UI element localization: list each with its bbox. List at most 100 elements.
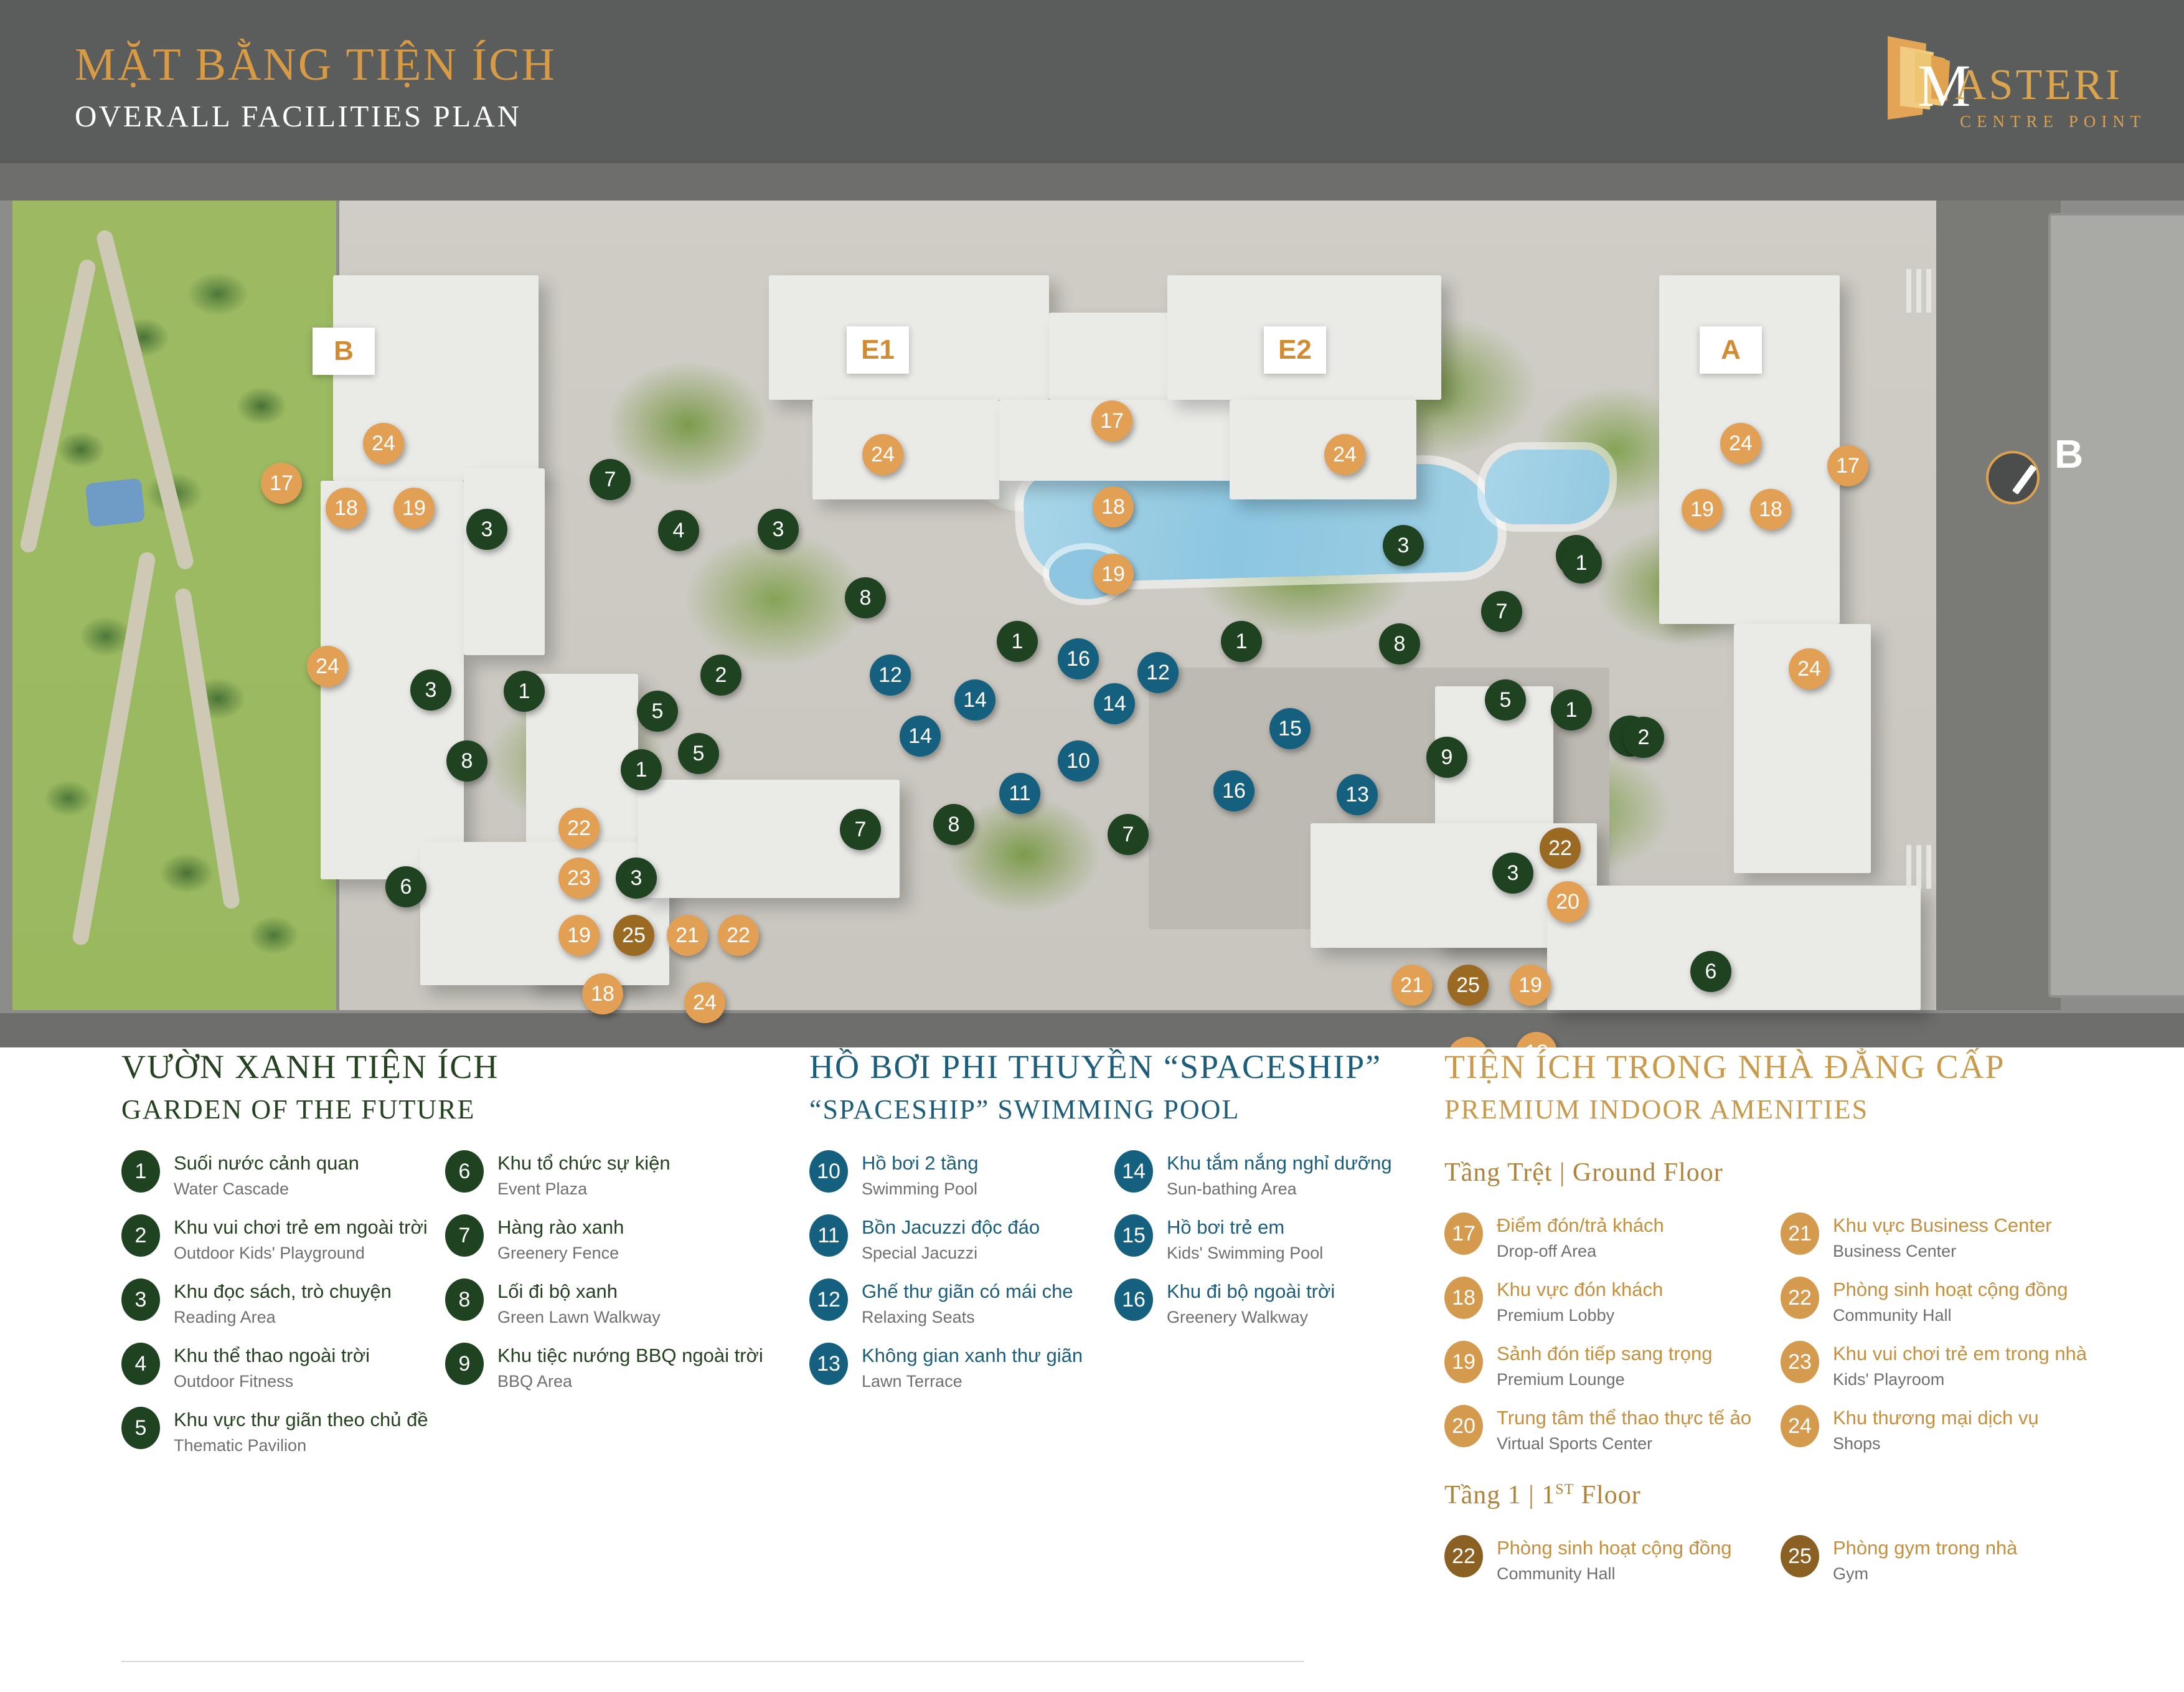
tower-label-b[interactable]: B bbox=[313, 328, 375, 375]
map-marker-25[interactable]: 25 bbox=[1447, 965, 1489, 1006]
map-marker-24[interactable]: 24 bbox=[684, 982, 725, 1023]
map-marker-19[interactable]: 19 bbox=[1093, 554, 1134, 595]
map-marker-9[interactable]: 9 bbox=[1426, 737, 1467, 778]
map-marker-25[interactable]: 25 bbox=[613, 915, 654, 956]
map-marker-7[interactable]: 7 bbox=[1108, 814, 1149, 855]
map-marker-18[interactable]: 18 bbox=[582, 973, 623, 1014]
map-marker-11[interactable]: 11 bbox=[999, 773, 1040, 814]
map-marker-6[interactable]: 6 bbox=[385, 866, 426, 907]
map-marker-17[interactable]: 17 bbox=[1827, 445, 1868, 486]
map-marker-3[interactable]: 3 bbox=[410, 669, 451, 711]
map-marker-23[interactable]: 23 bbox=[558, 858, 600, 899]
map-marker-5[interactable]: 5 bbox=[678, 733, 719, 774]
map-marker-22[interactable]: 22 bbox=[718, 915, 759, 956]
map-marker-3[interactable]: 3 bbox=[1383, 525, 1424, 566]
map-marker-1[interactable]: 1 bbox=[997, 621, 1038, 662]
map-marker-24[interactable]: 24 bbox=[363, 423, 404, 464]
map-marker-1[interactable]: 1 bbox=[621, 749, 662, 790]
map-marker-24[interactable]: 24 bbox=[1324, 434, 1365, 475]
map-marker-19[interactable]: 19 bbox=[1682, 489, 1723, 530]
map-marker-17[interactable]: 17 bbox=[1091, 400, 1132, 442]
map-marker-8[interactable]: 8 bbox=[933, 804, 974, 845]
map-marker-7[interactable]: 7 bbox=[590, 459, 631, 500]
map-marker-3[interactable]: 3 bbox=[1492, 853, 1533, 894]
map-marker-7[interactable]: 7 bbox=[840, 809, 881, 850]
map-marker-14[interactable]: 14 bbox=[954, 679, 996, 721]
map-marker-22[interactable]: 22 bbox=[558, 808, 600, 849]
map-marker-12[interactable]: 12 bbox=[1137, 652, 1179, 693]
map-marker-3[interactable]: 3 bbox=[758, 509, 799, 550]
map-marker-20[interactable]: 20 bbox=[1547, 881, 1588, 922]
map-marker-7[interactable]: 7 bbox=[1481, 591, 1522, 632]
map-marker-19[interactable]: 19 bbox=[393, 488, 435, 529]
map-marker-1[interactable]: 1 bbox=[1221, 621, 1262, 662]
map-marker-14[interactable]: 14 bbox=[900, 716, 941, 757]
map-marker-18[interactable]: 18 bbox=[1093, 486, 1134, 527]
map-marker-4[interactable]: 4 bbox=[658, 510, 699, 551]
map-marker-24[interactable]: 24 bbox=[1789, 648, 1830, 689]
tower-label-e1[interactable]: E1 bbox=[847, 326, 909, 374]
map-marker-8[interactable]: 8 bbox=[446, 740, 487, 782]
site-plan-map[interactable]: B BE1E2ADC 17241819247343318155282223319… bbox=[0, 163, 2184, 1047]
map-marker-19[interactable]: 19 bbox=[1510, 965, 1551, 1006]
map-marker-1[interactable]: 1 bbox=[1561, 542, 1602, 584]
map-marker-3[interactable]: 3 bbox=[616, 858, 657, 899]
map-marker-6[interactable]: 6 bbox=[1690, 951, 1731, 992]
map-marker-16[interactable]: 16 bbox=[1058, 638, 1099, 679]
map-marker-1[interactable]: 1 bbox=[504, 671, 545, 712]
map-marker-24[interactable]: 24 bbox=[862, 434, 903, 475]
map-marker-24[interactable]: 24 bbox=[307, 646, 348, 687]
map-marker-21[interactable]: 21 bbox=[667, 915, 708, 956]
map-marker-2[interactable]: 2 bbox=[1623, 717, 1664, 758]
map-marker-5[interactable]: 5 bbox=[637, 691, 678, 732]
map-marker-15[interactable]: 15 bbox=[1269, 708, 1311, 749]
map-marker-19[interactable]: 19 bbox=[558, 915, 600, 956]
map-marker-22[interactable]: 22 bbox=[1540, 828, 1581, 869]
map-marker-17[interactable]: 17 bbox=[261, 463, 302, 504]
tower-label-e2[interactable]: E2 bbox=[1264, 326, 1326, 374]
map-marker-5[interactable]: 5 bbox=[1485, 679, 1526, 721]
map-marker-16[interactable]: 16 bbox=[1213, 770, 1254, 811]
map-marker-2[interactable]: 2 bbox=[700, 655, 741, 696]
tower-label-a[interactable]: A bbox=[1700, 326, 1762, 374]
map-marker-13[interactable]: 13 bbox=[1337, 774, 1378, 815]
map-marker-21[interactable]: 21 bbox=[1391, 965, 1433, 1006]
map-marker-8[interactable]: 8 bbox=[845, 577, 886, 618]
map-marker-3[interactable]: 3 bbox=[466, 509, 507, 550]
map-marker-12[interactable]: 12 bbox=[870, 655, 911, 696]
map-marker-24[interactable]: 24 bbox=[1447, 1037, 1489, 1047]
map-marker-1[interactable]: 1 bbox=[1551, 689, 1592, 730]
map-marker-14[interactable]: 14 bbox=[1094, 683, 1135, 724]
map-marker-10[interactable]: 10 bbox=[1058, 740, 1099, 782]
map-marker-18[interactable]: 18 bbox=[326, 488, 367, 529]
map-marker-18[interactable]: 18 bbox=[1750, 489, 1791, 530]
map-marker-8[interactable]: 8 bbox=[1379, 623, 1420, 664]
map-marker-24[interactable]: 24 bbox=[1720, 423, 1761, 464]
